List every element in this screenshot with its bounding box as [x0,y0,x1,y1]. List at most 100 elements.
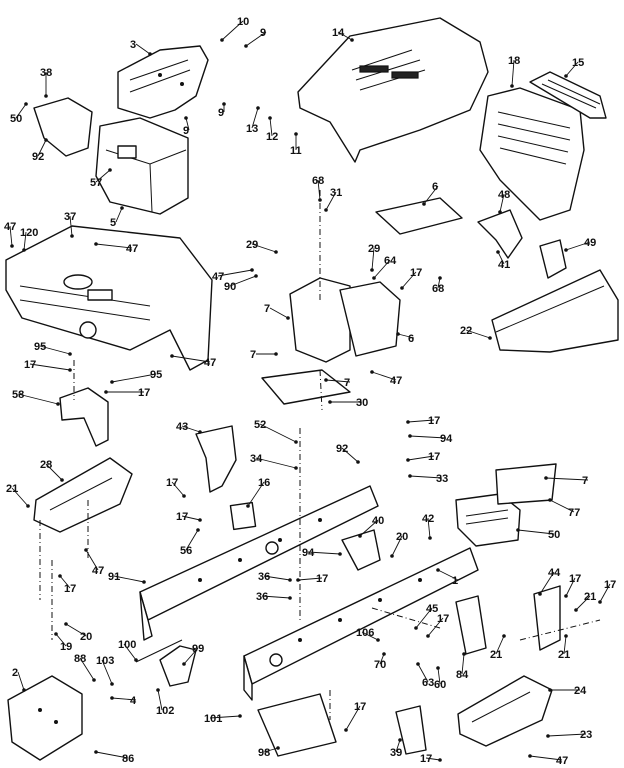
leader-line [539,571,555,595]
leader-line [395,739,401,753]
fastener-dot [510,84,514,88]
callout-number: 47 [204,357,216,369]
leader-line [261,595,291,599]
fastener-dot [220,38,224,42]
fastener-dot [564,634,568,638]
callout-number: 31 [330,187,342,199]
fastener-dot [344,728,348,732]
callout-29: 29 [246,239,278,254]
leader-line [565,577,576,597]
part-steering-support [261,277,401,405]
leader-line [95,169,111,183]
leader-line [563,635,567,655]
fastener-dot [238,714,242,718]
callout-number: 49 [584,237,596,249]
callout-2: 2 [12,667,26,692]
fastener-dot [56,402,60,406]
callout-38: 38 [40,67,52,98]
callout-number: 100 [118,639,136,651]
fastener-dot [496,250,500,254]
callout-number: 39 [390,747,402,759]
fastener-dot [548,688,552,692]
fastener-dot [414,626,418,630]
fastener-dot [324,378,328,382]
leader-line [123,643,137,661]
callout-number: 17 [24,359,36,371]
leader-line [549,499,575,513]
callout-number: 38 [40,67,52,79]
callout-17: 17 [564,573,581,598]
fastener-dot [422,202,426,206]
callout-90: 90 [224,274,258,293]
callout-number: 1 [452,575,458,587]
callout-number: 47 [556,755,568,767]
callout-number: 92 [32,151,44,163]
callout-47: 47 [370,370,402,387]
fastener-dot [22,248,26,252]
callout-45: 45 [414,603,438,630]
callout-number: 58 [12,389,24,401]
leader-line [101,659,113,685]
fastener-dot [396,332,400,336]
callout-22: 22 [460,325,492,340]
callout-23: 23 [546,729,592,741]
callout-number: 91 [108,571,120,583]
callout-number: 64 [384,255,397,267]
leader-line [497,251,505,265]
callout-21: 21 [558,634,570,661]
leader-line [371,371,397,381]
callout-number: 63 [422,677,434,689]
leader-line [115,207,123,223]
leader-line [371,247,375,271]
fastener-dot [564,594,568,598]
callout-number: 17 [64,583,76,595]
callout-number: 106 [356,627,374,639]
fastener-dot [256,106,260,110]
leader-line [465,329,491,339]
fastener-dot [198,518,202,522]
callout-40: 40 [358,515,384,538]
leader-line [263,575,291,581]
fastener-dot [84,548,88,552]
callout-101: 101 [204,713,242,725]
fastener-dot [246,504,250,508]
part-link-100 [135,639,183,663]
callout-100: 100 [118,639,138,662]
callout-50: 50 [516,528,560,541]
fastener-dot [462,652,466,656]
callout-number: 101 [204,713,222,725]
fastener-dot [60,478,64,482]
callout-number: 99 [192,643,204,655]
leader-line [255,457,297,469]
callout-number: 9 [260,27,266,39]
callout-number: 17 [420,753,432,765]
callout-number: 40 [372,515,384,527]
callout-17: 17 [176,511,202,523]
fastener-dot [376,638,380,642]
fastener-dot [398,738,402,742]
callout-number: 48 [498,189,510,201]
part-bracket-2 [7,675,83,761]
leader-line [79,657,95,681]
leader-line [397,333,415,339]
callout-number: 17 [166,477,178,489]
callout-number: 44 [548,567,561,579]
fastener-dot [538,592,542,596]
fastener-dot [182,662,186,666]
fastener-dot [22,688,26,692]
leader-line [425,757,441,761]
callout-17: 17 [598,579,616,604]
leader-line [229,275,257,287]
leader-line [171,481,185,497]
part-bracket-48 [477,209,523,259]
leader-line [111,697,137,701]
callout-17: 17 [406,451,440,463]
callout-number: 36 [256,591,268,603]
leader-line [251,107,259,129]
callout-number: 2 [12,667,18,679]
leader-line [325,191,337,211]
fastener-dot [370,268,374,272]
callout-84: 84 [456,652,469,681]
leader-line [23,231,27,251]
fastener-dot [318,198,322,202]
